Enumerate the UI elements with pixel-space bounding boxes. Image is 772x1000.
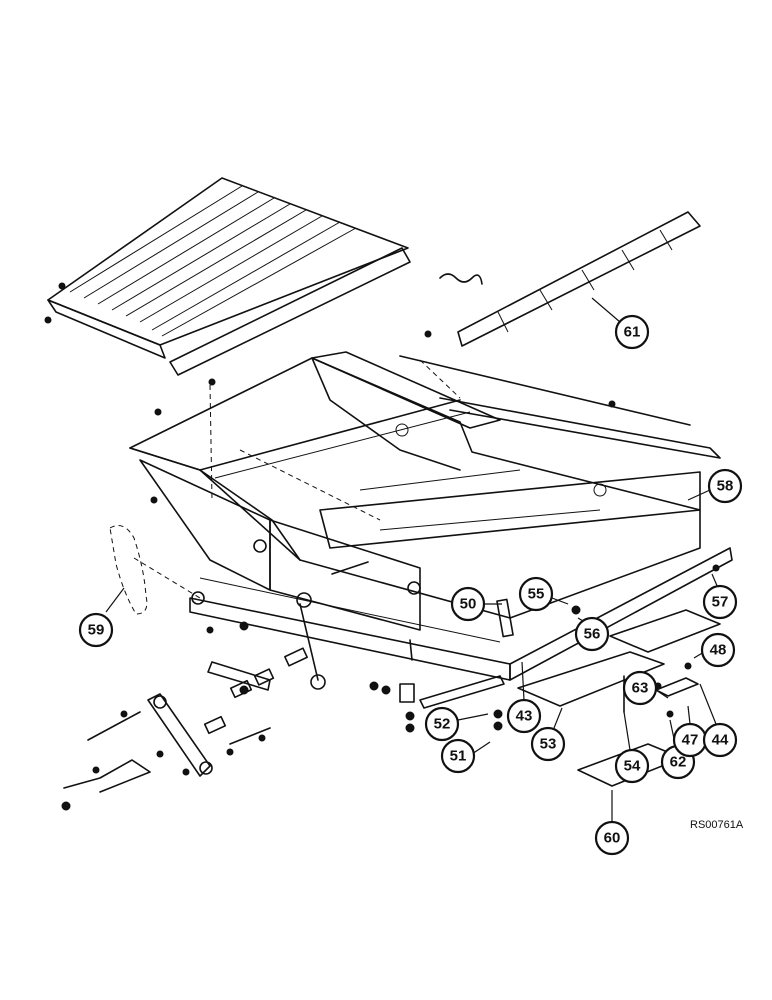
callout-55: 55 — [518, 576, 569, 612]
svg-text:53: 53 — [540, 736, 557, 753]
reference-code: RS00761A — [690, 819, 744, 831]
top-deck-panel — [47, 177, 411, 376]
ghost-part-59 — [109, 525, 201, 615]
callout-51: 51 — [440, 738, 491, 774]
svg-text:58: 58 — [717, 478, 734, 495]
callout-54: 54 — [614, 711, 650, 784]
svg-text:52: 52 — [434, 716, 451, 733]
svg-text:48: 48 — [710, 642, 727, 659]
callout-59: 59 — [78, 587, 125, 648]
plate-part-61 — [457, 211, 701, 347]
side-rails — [311, 351, 721, 459]
callout-50: 50 — [450, 586, 502, 622]
svg-text:54: 54 — [624, 758, 641, 775]
callout-61: 61 — [591, 297, 650, 350]
svg-text:61: 61 — [624, 324, 641, 341]
fasteners — [44, 282, 720, 811]
callout-58: 58 — [687, 468, 743, 504]
callout-47: 47 — [672, 705, 708, 758]
svg-text:50: 50 — [460, 596, 477, 613]
callout-48: 48 — [693, 632, 736, 668]
callout-63: 63 — [622, 670, 669, 706]
svg-text:59: 59 — [88, 622, 105, 639]
svg-text:57: 57 — [712, 594, 729, 611]
callout-43: 43 — [506, 661, 542, 734]
svg-text:43: 43 — [516, 708, 533, 725]
svg-text:60: 60 — [604, 830, 621, 847]
svg-text:56: 56 — [584, 626, 601, 643]
svg-text:55: 55 — [528, 586, 545, 603]
callout-52: 52 — [424, 706, 489, 742]
callout-53: 53 — [530, 707, 566, 762]
svg-text:63: 63 — [632, 680, 649, 697]
dashed-leaders — [209, 359, 461, 521]
callout-60: 60 — [594, 790, 630, 856]
callout-57: 57 — [702, 573, 738, 620]
callout-56: 56 — [574, 616, 610, 652]
svg-text:51: 51 — [450, 748, 467, 765]
svg-text:47: 47 — [682, 732, 699, 749]
callout-44: 44 — [699, 683, 738, 758]
hopper-body — [129, 357, 701, 631]
svg-text:44: 44 — [712, 732, 729, 749]
callouts: 61 58 57 59 50 55 56 — [78, 297, 743, 856]
lower-frame — [189, 547, 733, 681]
svg-text:62: 62 — [670, 754, 687, 771]
wire-clip — [439, 273, 483, 285]
linkage-hardware — [63, 539, 625, 793]
